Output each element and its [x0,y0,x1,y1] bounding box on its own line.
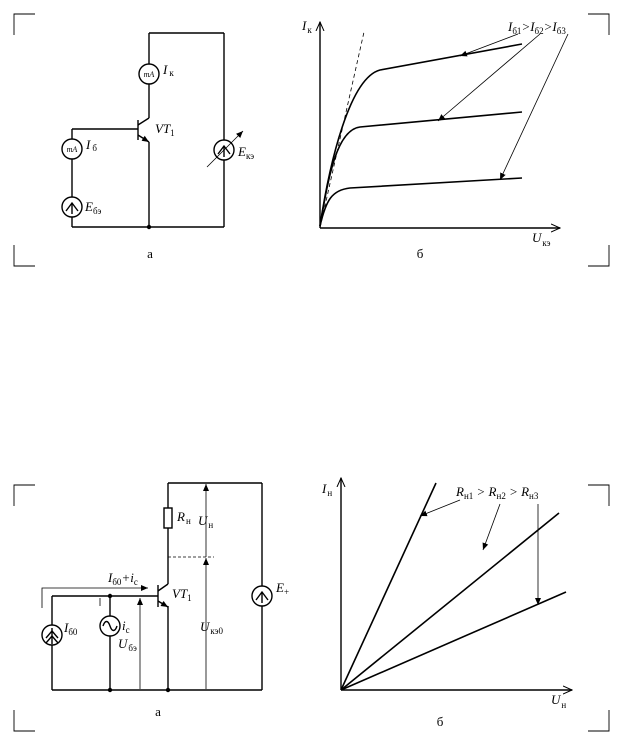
load-resistor-label: Rн [176,509,191,526]
svg-text:mA: mA [144,70,155,79]
pointer-rn2 [482,503,501,551]
curve-ib3 [319,177,523,227]
figure1-circuit-caption: а [147,246,153,261]
base-milliammeter: mA [61,138,83,160]
transistor-label: VT1 [155,121,175,138]
legend-condition-2: Rн1 > Rн2 > Rн3 [455,484,539,501]
transistor-label-2: VT1 [172,586,192,603]
base-source-label: Eбэ [84,199,102,216]
transistor-symbol-2 [157,583,169,608]
collector-milliammeter: mA [138,63,160,85]
transistor-symbol [137,117,150,143]
pointer-ib2 [437,33,541,122]
pointer-rn1 [419,499,461,517]
bias-current-source [41,624,63,646]
pointer-ib1 [459,33,519,57]
supply-source [251,585,273,607]
figure1-graph-caption: б [417,246,424,261]
pointer-ib3 [499,33,569,181]
load-line-rn3 [340,591,567,691]
legend-condition: Iб1>Iб2>Iб3 [507,19,566,36]
base-current-label-2: Iб0+iс [107,570,138,587]
load-line-rn2 [340,512,560,691]
curve-ib2 [319,111,523,227]
crop-marks [13,13,610,732]
figure2-graph: Iн Uн Rн1 > Rн2 > Rн3 б [321,478,572,729]
figure1-graph: Iк Uкэ Iб1>Iб2>Iб3 б [301,18,569,261]
base-current-arrow [41,585,148,608]
base-voltage-source [61,196,83,218]
bias-current-source-label: Iб0 [63,620,78,637]
base-voltage-label: Uбэ [118,636,137,653]
x-axis-label-2: Uн [551,692,566,710]
load-voltage-label: Uн [198,513,213,530]
signal-source-label: iс [122,618,130,635]
collector-adjustable-source [206,130,244,168]
x-axis-label: Uкэ [532,230,551,248]
figure2-graph-caption: б [437,714,444,729]
curve-ib1 [319,43,523,227]
figure2-circuit-caption: а [155,704,161,719]
load-line-rn1 [340,482,437,691]
y-axis-label: Iк [301,18,312,35]
y-axis-label-2: Iн [321,481,332,498]
collector-voltage-label: Uкэ0 [200,619,224,636]
svg-text:mA: mA [67,145,78,154]
figure2-circuit: VT1 Rн Uн Uкэ0 Uбэ Iб0+iс Iб0 iс [41,482,289,719]
supply-source-label: E+ [275,580,289,597]
signal-source [99,615,121,637]
load-resistor [163,507,173,529]
collector-source-label: Eкэ [237,144,254,161]
